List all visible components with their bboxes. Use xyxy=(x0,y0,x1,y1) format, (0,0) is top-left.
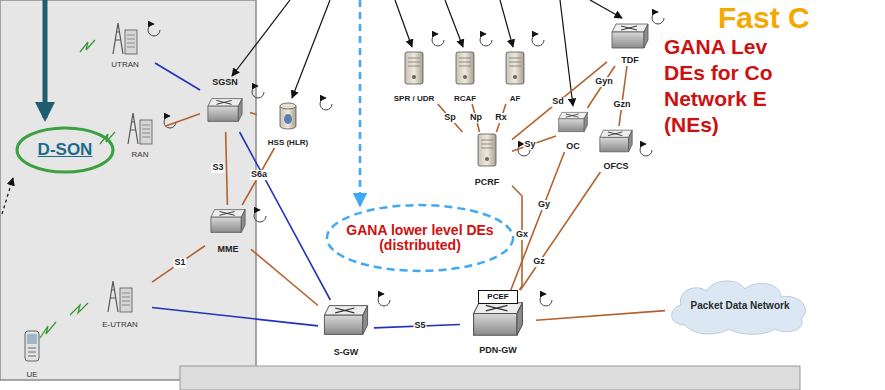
node-label: D-SON xyxy=(38,141,93,160)
core-node: RCAF xyxy=(446,50,484,104)
core-node: TDF xyxy=(607,20,653,66)
core-node: SGSN xyxy=(200,78,250,132)
interface-link xyxy=(536,311,665,321)
node-label: Packet Data Network xyxy=(691,300,790,311)
node-label: RCAF xyxy=(454,95,476,104)
core-node: SPR / UDR xyxy=(386,50,442,104)
node-label: AF xyxy=(510,95,521,104)
interface-label: Rx xyxy=(494,113,508,123)
node-label: OFCS xyxy=(603,162,628,172)
control-arrows xyxy=(232,0,622,106)
core-node: AF xyxy=(497,50,533,104)
network-element-icons xyxy=(25,23,648,361)
heading-fragment: DEs for Co xyxy=(664,60,773,85)
user-equipment: UE xyxy=(15,330,49,380)
node-label: TDF xyxy=(621,56,639,66)
interface-label: Gx xyxy=(515,230,529,240)
interface-label: Sp xyxy=(443,113,457,123)
interface-label: Np xyxy=(469,113,483,123)
interface-link xyxy=(152,246,205,282)
interface-link xyxy=(242,148,274,205)
heading-fragment: GANA Lev xyxy=(664,34,767,59)
cloud: Packet Data Network xyxy=(665,275,815,335)
ran-node: E-UTRAN xyxy=(88,278,152,330)
interface-link xyxy=(250,113,257,115)
node-label: HSS (HLR) xyxy=(268,139,308,148)
interface-label: Gyn xyxy=(594,77,614,87)
interface-link xyxy=(152,308,318,326)
interface-label: Gz xyxy=(532,257,546,267)
node-label: GANA lower level DEs (distributed) xyxy=(345,223,495,254)
heading-fragment: Network E xyxy=(664,86,767,111)
interface-link xyxy=(511,152,565,290)
core-node: S-GW xyxy=(318,300,374,358)
dson-ellipse: D-SON xyxy=(15,125,115,175)
core-node: OC xyxy=(556,108,590,152)
interface-link xyxy=(587,66,615,108)
interface-link xyxy=(512,62,607,140)
node-label: PDN-GW xyxy=(479,346,517,356)
interface-label: Gzn xyxy=(613,100,632,110)
interface-label: Gy xyxy=(537,200,551,210)
gana-dashed-arrow xyxy=(359,0,362,206)
control-loop-symbols xyxy=(148,12,664,306)
node-label: E-UTRAN xyxy=(102,321,138,330)
radio-links xyxy=(40,40,115,338)
interface-label: Sd xyxy=(551,97,565,107)
interface-link xyxy=(512,136,556,151)
node-label: UTRAN xyxy=(111,61,139,70)
interface-link xyxy=(226,132,228,205)
interface-link xyxy=(165,114,200,126)
node-label: PCEF xyxy=(487,293,508,302)
core-node: HSS (HLR) xyxy=(257,100,319,148)
core-node: MME xyxy=(205,205,251,255)
node-label: S-GW xyxy=(334,348,359,358)
heading-fragment: (NEs) xyxy=(664,112,719,137)
dson-arrow xyxy=(43,0,48,118)
interface-label: S3 xyxy=(211,163,224,173)
access-panel xyxy=(0,0,256,380)
node-label: MME xyxy=(218,245,239,255)
interface-link xyxy=(438,104,463,132)
core-node: PCEF PDN-GW xyxy=(460,290,536,356)
title-fragment: Fast C xyxy=(718,0,810,36)
interface-label: S1 xyxy=(173,258,186,268)
bottom-band xyxy=(180,366,800,390)
gana-dashed-ellipse: GANA lower level DEs (distributed) xyxy=(325,203,515,273)
interface-link xyxy=(619,66,627,126)
core-node: OFCS xyxy=(596,126,636,172)
interface-link xyxy=(240,132,331,300)
dashed-pointer xyxy=(2,178,13,214)
interface-link xyxy=(155,63,200,90)
node-label: PCRF xyxy=(475,178,500,188)
node-label: UE xyxy=(26,371,37,380)
interface-label: S6a xyxy=(250,170,268,180)
node-label: RAN xyxy=(132,151,149,160)
core-node: PCRF xyxy=(462,132,512,188)
node-label: SPR / UDR xyxy=(394,95,434,104)
node-label: SGSN xyxy=(212,78,238,88)
ran-node: RAN xyxy=(115,110,165,160)
interface-label: Sy xyxy=(523,140,536,150)
pcef-box: PCEF xyxy=(478,290,518,304)
interface-label: S5 xyxy=(413,321,426,331)
ran-node: UTRAN xyxy=(95,20,155,70)
interface-link xyxy=(520,172,600,290)
node-label: OC xyxy=(566,142,580,152)
